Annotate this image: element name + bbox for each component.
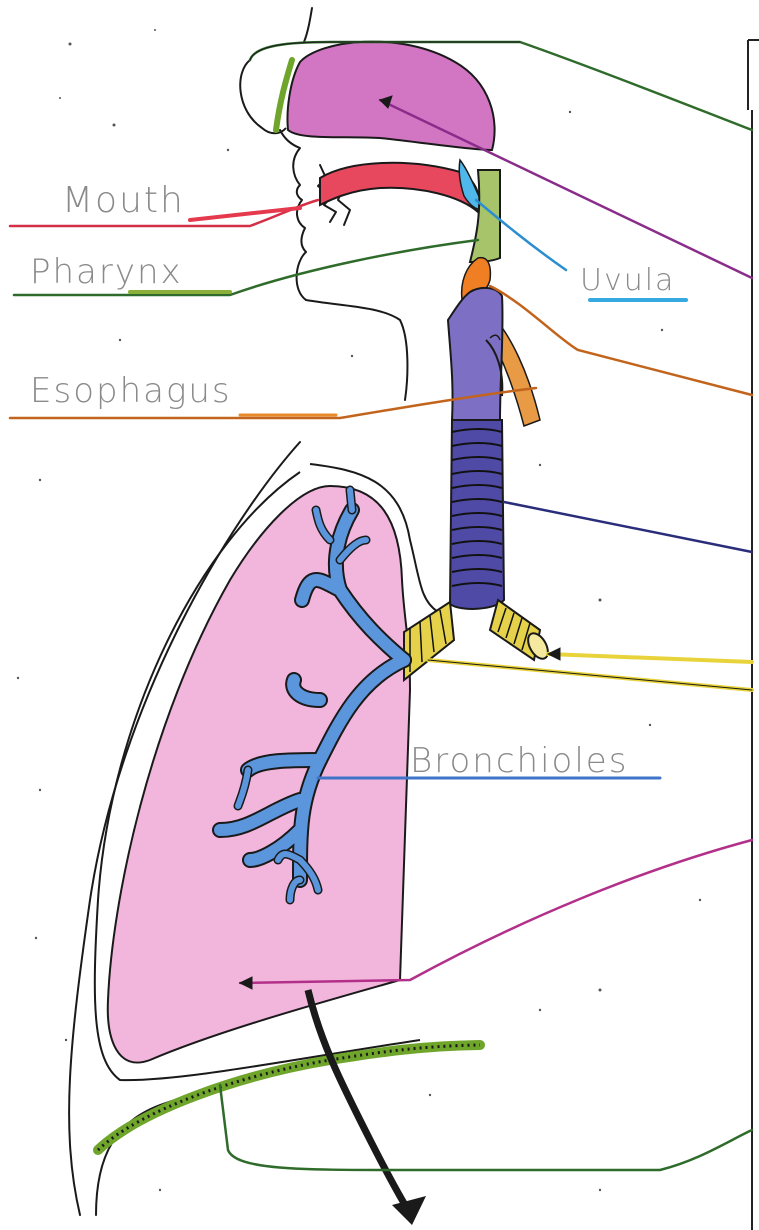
answer-column-border (748, 40, 759, 1230)
nasal-cavity (288, 42, 495, 150)
label-pharynx: Pharynx (30, 252, 183, 292)
trachea (450, 420, 504, 609)
downward-arrow (308, 990, 426, 1225)
right-bronchus (490, 600, 552, 662)
lung (108, 486, 410, 1063)
label-uvula: Uvula (580, 263, 675, 298)
label-esophagus: Esophagus (30, 371, 232, 411)
left-bronchus (404, 602, 454, 680)
label-bronchioles: Bronchioles (410, 741, 628, 781)
label-mouth: Mouth (62, 180, 185, 221)
